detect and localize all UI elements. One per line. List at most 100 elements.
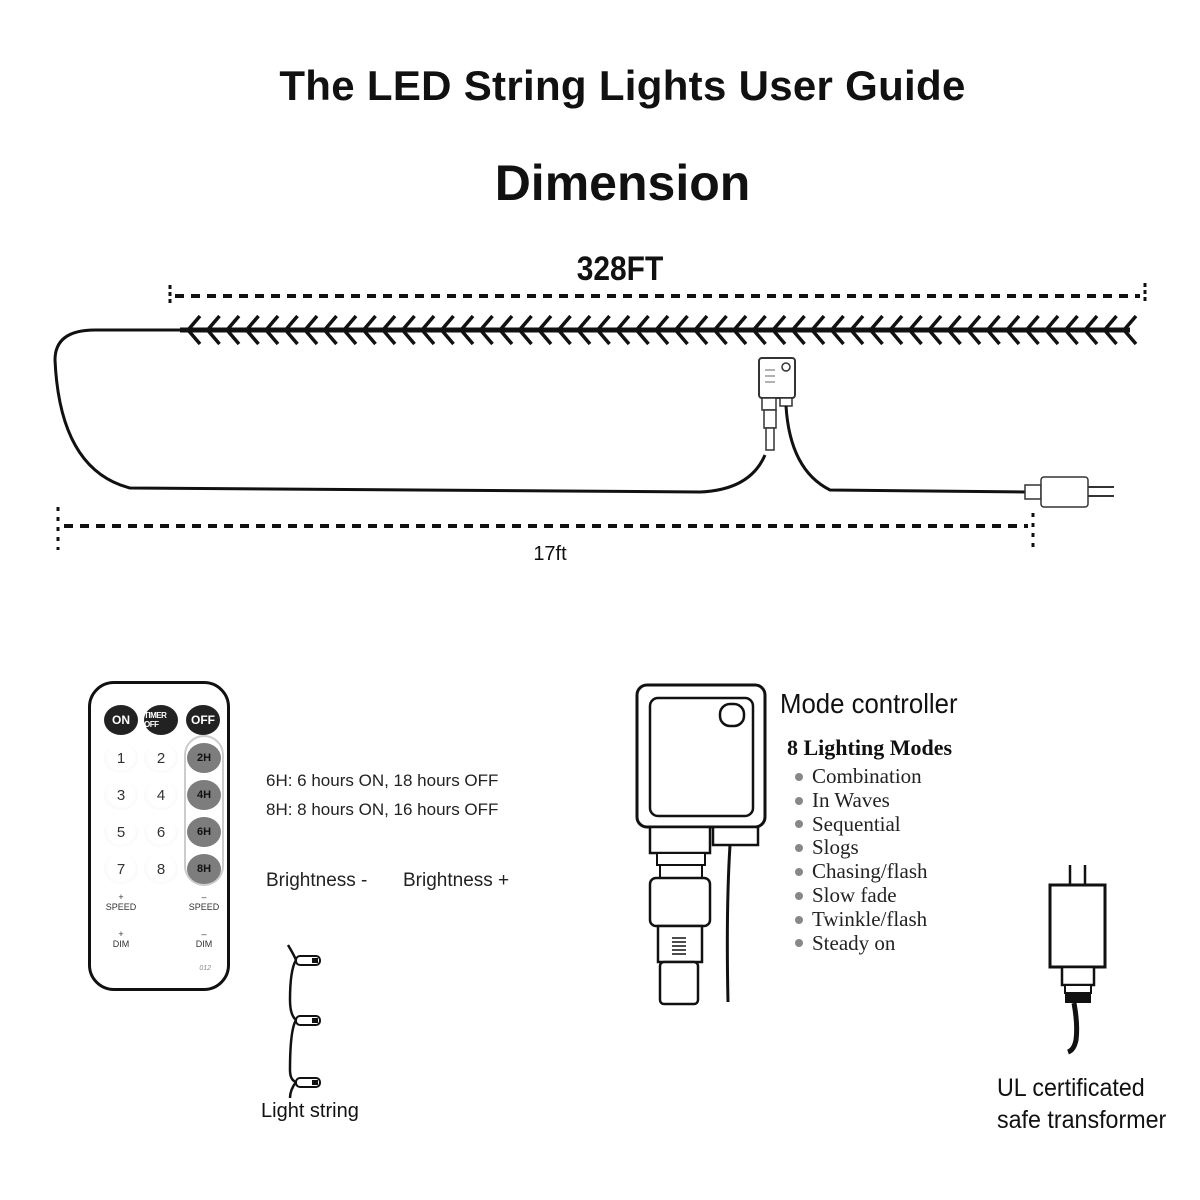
mode-1-button[interactable]: 1 [104,743,138,773]
brightness-plus-label: Brightness + [403,870,510,891]
light-string-icon [286,944,321,1099]
lead-cable-dimension-line [56,507,1035,552]
transformer-label: UL certificated safe transformer [997,1072,1166,1136]
transformer-label-line-1: UL certificated [997,1074,1145,1102]
led-bulb-icon [770,314,787,346]
led-bulb-icon [868,314,884,346]
led-bulb-icon [790,314,806,346]
plug-adapter-icon [1024,476,1114,508]
mode-5-button[interactable]: 5 [104,817,138,847]
mode-item: Steady on [795,930,928,956]
led-bulb-icon [1082,314,1099,346]
speed-down-button[interactable]: – SPEED [184,892,224,912]
speed-up-label: SPEED [105,902,137,912]
bulb-icon [295,955,321,966]
bullet-icon [795,868,803,877]
transformer-icon [1048,865,1107,1055]
led-bulb-icon [673,314,689,346]
mode-label: Steady on [812,930,896,955]
mode-item: Combination [795,764,928,789]
led-bulb-icon [653,314,670,346]
dim-up-button[interactable]: + DIM [101,929,141,949]
bulb-icon [295,1077,321,1088]
led-bulb-icon [575,314,592,346]
led-bulb-icon [458,314,475,346]
led-bulb-icon [380,314,397,346]
led-bulb-icon [946,314,962,346]
led-bulb-icon [283,314,299,346]
led-bulb-icon [1043,314,1060,346]
led-bulb-icon [517,314,533,346]
dimension-diagram [53,283,1147,552]
lighting-modes-list: Combination In Waves Sequential Slogs Ch… [795,764,928,956]
mode-item: Chasing/flash [795,859,928,884]
led-bulb-icon [341,314,358,346]
dim-down-button[interactable]: – DIM [184,929,224,949]
mode-controller-title: Mode controller [780,688,958,719]
mode-8-button[interactable]: 8 [144,854,178,884]
lead-cable [53,328,767,494]
led-bulb-icon [263,314,280,346]
led-bulb-icon [536,314,553,346]
section-title-dimension: Dimension [494,155,751,211]
led-bulb-icon [497,314,514,346]
mode-label: Twinkle/flash [812,906,928,931]
on-button[interactable]: ON [104,705,138,735]
led-bulb-icon [439,314,455,346]
mode-label: Chasing/flash [812,859,928,884]
transformer-label-line-2: safe transformer [997,1106,1167,1134]
mode-3-button[interactable]: 3 [104,780,138,810]
remote-control: ON TIMER OFF OFF 1 2 2H 3 4 4H 5 6 6H 7 … [88,681,230,991]
mode-controller-icon [635,683,767,1006]
mode-item: Sequential [795,811,928,837]
mode-label: Sequential [812,811,901,836]
led-bulb-icon [614,314,631,346]
mode-2-button[interactable]: 2 [144,743,178,773]
led-bulb-icon [809,314,826,346]
timer-6h-button[interactable]: 6H [187,817,221,847]
light-string-label: Light string [261,1100,359,1122]
mode-6-button[interactable]: 6 [144,817,178,847]
led-bulb-icon [361,314,377,346]
timer-4h-button[interactable]: 4H [187,780,221,810]
speed-up-button[interactable]: + SPEED [101,892,141,912]
timer-2h-button[interactable]: 2H [187,743,221,773]
mode-item: Slow fade [795,882,928,908]
led-bulb-icon [556,314,572,346]
led-string-strand [180,314,1138,346]
timer-note-6h: 6H: 6 hours ON, 18 hours OFF [266,771,499,790]
led-bulb-icon [1004,314,1021,346]
mode-button-icon [718,702,746,728]
led-bulb-icon [751,314,767,346]
mode-item: Slogs [795,836,928,860]
mode-item: In Waves [795,788,928,813]
bullet-icon [795,891,803,900]
bullet-icon [795,915,803,924]
led-bulb-icon [419,314,436,346]
led-bulb-icon [244,314,260,346]
speed-down-label: SPEED [188,902,220,912]
dim-down-label: DIM [195,939,213,949]
led-bulb-icon [965,314,982,346]
off-button[interactable]: OFF [186,705,220,735]
led-bulb-icon [185,314,202,346]
remote-model-code: 012 [199,965,211,972]
mode-label: Combination [812,764,922,788]
bullet-icon [795,939,803,948]
mode-item: Twinkle/flash [795,906,928,932]
timer-off-button[interactable]: TIMER OFF [144,705,178,735]
led-bulb-icon [1121,314,1138,346]
mode-4-button[interactable]: 4 [144,780,178,810]
timer-8h-button[interactable]: 8H [187,854,221,884]
led-bulb-icon [731,314,748,346]
mode-7-button[interactable]: 7 [104,854,138,884]
bullet-icon [795,796,803,805]
mode-label: Slogs [812,835,859,860]
led-bulb-icon [595,314,611,346]
timer-note-8h: 8H: 8 hours ON, 16 hours OFF [266,800,499,819]
dim-up-sign: + [118,929,124,939]
power-cable [784,405,1026,494]
string-length-label: 328FT [576,250,664,288]
mode-label: Slow fade [812,882,897,907]
timer-button-group [184,735,224,886]
